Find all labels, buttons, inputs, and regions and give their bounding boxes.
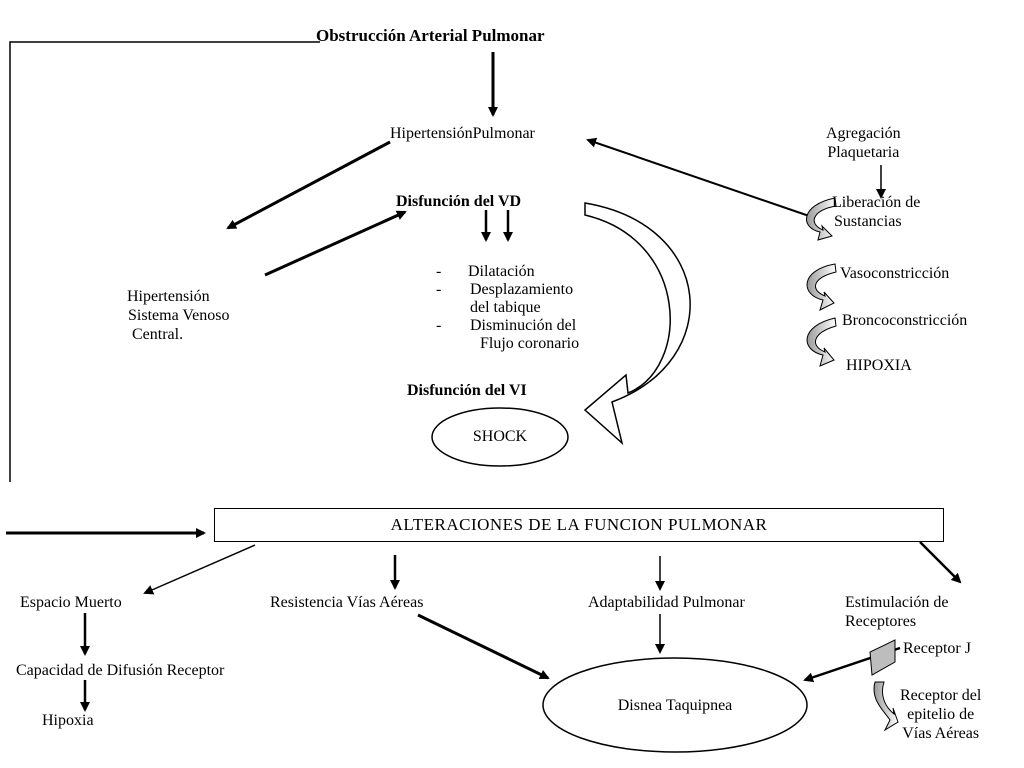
spiral-arrows-upper: [806, 197, 837, 367]
label-disfuncion-vi: Disfunción del VI: [407, 382, 527, 399]
label-shock: SHOCK: [472, 428, 528, 445]
arrow-resistencia-to-disnea: [417, 613, 550, 680]
disnea-oval: [542, 657, 808, 753]
vd-effect-item: - Desplazamiento del tabique: [436, 281, 579, 317]
arrow-alt-to-espacio: [143, 544, 256, 595]
shock-oval: [431, 407, 569, 467]
vd-effect-text: Dilatación: [468, 263, 535, 280]
estimulacion-line-1: Estimulación de: [845, 594, 949, 611]
label-hipoxia-lower: Hipoxia: [42, 712, 94, 729]
title-obstruccion: Obstrucción Arterial Pulmonar: [316, 26, 545, 45]
vd-effect-line: del tabique: [470, 299, 541, 316]
label-agregacion: Agregación Plaquetaria: [826, 124, 901, 162]
bullet: -: [436, 317, 442, 334]
vd-effect-text: Desplazamiento del tabique: [470, 281, 573, 317]
vd-effect-item: - Dilatación: [436, 263, 579, 281]
label-resistencia: Resistencia Vías Aéreas: [270, 594, 424, 611]
liberacion-line-2: Sustancias: [834, 213, 902, 230]
venoso-line-3: Central.: [132, 326, 184, 343]
label-hipertension-pulmonar: HipertensiónPulmonar: [390, 125, 535, 142]
vd-effect-item: - Disminución del Flujo coronario: [436, 317, 579, 353]
epitelio-line-3: Vías Aéreas: [902, 725, 980, 742]
label-liberacion: Liberación de Sustancias: [832, 193, 920, 231]
vd-effect-line: Disminución del: [470, 317, 577, 334]
agregacion-line-1: Agregación: [826, 125, 901, 142]
label-disnea: Disnea Taquipnea: [617, 697, 733, 714]
epitelio-line-1: Receptor del: [900, 687, 982, 704]
label-hipertension-venoso: Hipertensión Sistema Venoso Central.: [127, 287, 229, 344]
label-receptor-j: Receptor J: [903, 640, 971, 657]
arrow-sustancias-to-hipertension: [586, 137, 816, 219]
label-capacidad: Capacidad de Difusión Receptor: [16, 662, 225, 679]
vd-effect-line: Flujo coronario: [480, 335, 580, 352]
bullet: -: [436, 281, 442, 298]
estimulacion-line-2: Receptores: [845, 613, 917, 630]
arrow-venoso-to-vd: [264, 210, 407, 277]
label-broncoconstriccion: Broncoconstricción: [842, 312, 968, 329]
label-vasoconstriccion: Vasoconstricción: [840, 265, 950, 282]
bullet: -: [436, 263, 442, 280]
feedback-connector: [9, 41, 320, 482]
venoso-line-1: Hipertensión: [127, 288, 210, 305]
label-disfuncion-vd: Disfunción del VD: [396, 193, 522, 210]
venoso-line-2: Sistema Venoso: [128, 307, 230, 324]
label-estimulacion: Estimulación de Receptores: [845, 593, 949, 631]
box-alteraciones: ALTERACIONES DE LA FUNCION PULMONAR: [214, 508, 944, 542]
arrow-alt-to-estimulacion: [919, 541, 962, 584]
vd-effect-text: Disminución del Flujo coronario: [470, 317, 579, 353]
spiral-arrows-lower: [869, 639, 899, 732]
vd-effects-list: - Dilatación - Desplazamiento del tabiqu…: [436, 263, 579, 353]
label-adaptabilidad: Adaptabilidad Pulmonar: [588, 594, 745, 611]
vd-effect-line: Desplazamiento: [470, 281, 574, 298]
liberacion-line-1: Liberación de: [832, 194, 921, 211]
label-hipoxia-upper: HIPOXIA: [846, 357, 912, 374]
curved-arrow-vd-to-shock: [583, 202, 691, 446]
label-receptor-epitelio: Receptor del epitelio de Vías Aéreas: [900, 686, 981, 743]
agregacion-line-2: Plaquetaria: [827, 144, 900, 161]
epitelio-line-2: epitelio de: [907, 706, 975, 723]
arrow-hipertension-to-venoso: [226, 140, 391, 230]
label-espacio-muerto: Espacio Muerto: [20, 594, 122, 611]
